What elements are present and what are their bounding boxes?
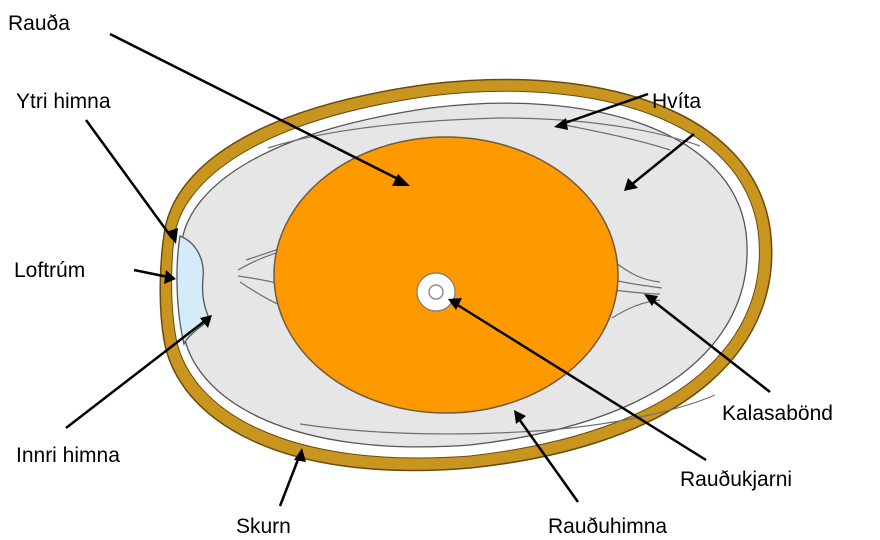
label-outer-membrane: Ytri himna xyxy=(16,90,111,113)
label-inner-membrane: Innri himna xyxy=(16,444,120,467)
pointer-shell xyxy=(280,457,299,506)
label-chalazae: Kalasabönd xyxy=(722,402,833,425)
label-albumen: Hvíta xyxy=(652,90,701,113)
yolk-nucleus-core xyxy=(429,285,443,299)
label-shell: Skurn xyxy=(236,515,291,538)
pointer-outer-membrane xyxy=(86,120,172,238)
label-yolk: Rauða xyxy=(8,12,70,35)
label-air-cell: Loftrúm xyxy=(14,259,85,282)
label-yolk-nucleus: Rauðukjarni xyxy=(680,468,792,491)
label-vitelline-membrane: Rauðuhimna xyxy=(548,515,667,538)
